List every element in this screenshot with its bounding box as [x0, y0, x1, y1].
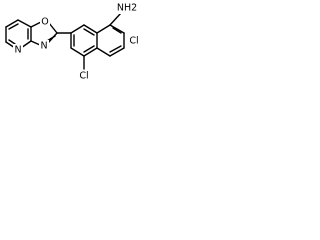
bond [109, 45, 122, 53]
oxazole-nitrogen-label: N [40, 41, 47, 52]
bond [70, 47, 85, 57]
bond [17, 19, 32, 28]
bond [5, 19, 19, 28]
bond [109, 12, 122, 26]
bond [96, 24, 111, 34]
bond [70, 24, 85, 34]
bond [83, 24, 98, 34]
chlorine-bottom-label: Cl [79, 71, 88, 82]
bond [83, 28, 95, 36]
amine-label: NH2 [117, 3, 137, 14]
bond [83, 47, 98, 57]
bond [109, 24, 125, 34]
chlorine-right-label: Cl [129, 36, 138, 47]
bond [96, 47, 111, 57]
bond [112, 27, 122, 34]
bond [48, 22, 58, 34]
pyridine-nitrogen-label: N [14, 45, 21, 56]
chemical-structure: NH2 Cl Cl O N N [5, 2, 141, 82]
bond [30, 21, 42, 28]
bond [30, 40, 41, 46]
atom-labels: NH2 Cl Cl O N N [13, 2, 141, 82]
bond [109, 47, 125, 57]
oxygen-label: O [41, 17, 48, 28]
bonds [5, 12, 125, 70]
bond [8, 23, 19, 30]
bonds-right-ring [96, 27, 125, 57]
bond [8, 39, 16, 45]
bond [83, 45, 95, 53]
